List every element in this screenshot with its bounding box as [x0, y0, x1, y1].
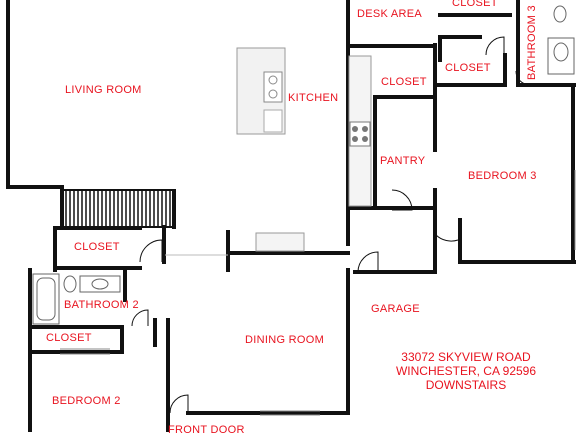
bathroom-3-label: BATHROOM 3: [526, 5, 538, 80]
sideboard: [255, 232, 305, 252]
address-block: 33072 SKYVIEW ROAD WINCHESTER, CA 92596 …: [376, 350, 556, 392]
address-line-3: DOWNSTAIRS: [425, 378, 507, 392]
closet-hall-label: CLOSET: [445, 62, 491, 74]
bathroom-2-fixtures: [32, 273, 121, 325]
dining-room-label: DINING ROOM: [245, 334, 325, 346]
desk-area-label: DESK AREA: [357, 8, 423, 20]
bedroom-2-label: BEDROOM 2: [52, 395, 121, 407]
doors: [131, 36, 531, 414]
address-line-2: WINCHESTER, CA 92596: [395, 364, 537, 378]
kitchen-label: KITCHEN: [288, 92, 339, 104]
front-door-label: FRONT DOOR: [168, 424, 245, 436]
bathroom-2-label: BATHROOM 2: [64, 299, 139, 311]
bedroom-3-label: BEDROOM 3: [468, 170, 537, 182]
living-room-label: LIVING ROOM: [65, 84, 142, 96]
walls: [6, 0, 576, 432]
kitchen-island: [236, 47, 286, 135]
pantry-label: PANTRY: [380, 155, 426, 167]
garage-label: GARAGE: [371, 303, 420, 315]
closet-bed2-label: CLOSET: [46, 332, 92, 344]
kitchen-counter: [348, 55, 372, 207]
bathroom-3-fixtures: [547, 5, 575, 75]
closet-top-label: CLOSET: [452, 0, 498, 9]
windows: [60, 170, 576, 416]
address-line-1: 33072 SKYVIEW ROAD: [401, 350, 531, 364]
staircase: [61, 189, 175, 228]
closet-kitchen-label: CLOSET: [381, 76, 427, 88]
closet-left-label: CLOSET: [74, 241, 120, 253]
